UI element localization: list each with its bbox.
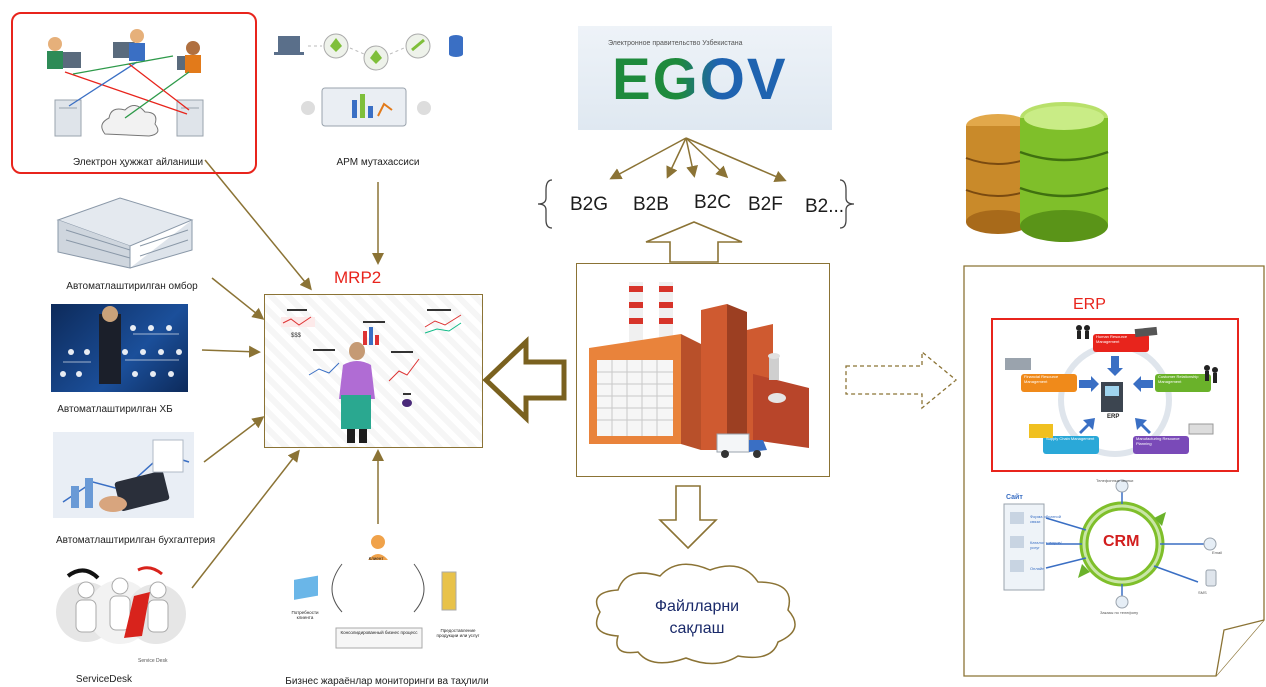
arrow-factory-up xyxy=(645,221,743,263)
edm-caption: Электрон ҳужжат айланиши xyxy=(72,157,204,168)
servicedesk-caption: ServiceDesk xyxy=(75,674,133,685)
storage-label: Файлларни сақлаш xyxy=(632,596,762,640)
hr-caption: Автоматлаштирилган ХБ xyxy=(57,404,173,415)
erp-module-hr xyxy=(1093,334,1149,352)
egov-logo-panel: Электронное правительство Узбекистана EG… xyxy=(578,26,832,130)
erp-module-label-crm: Customer Relationship Management xyxy=(1158,374,1199,384)
bpm-caption: Бизнес жараёнлар мониторинги ва таҳлили xyxy=(285,676,489,687)
crm-item-phone-orders: Заказы по телефону xyxy=(1100,610,1139,615)
database-icon xyxy=(965,102,1109,242)
bpm-node-products: Предоставление продукции или услуг xyxy=(436,628,480,638)
warehouse-caption: Автоматлаштирилган омбор xyxy=(66,281,198,292)
channel-b2g: B2G xyxy=(570,194,609,215)
brace-left xyxy=(537,179,553,229)
factory-illustration xyxy=(589,282,809,458)
arrow-egov-b2x xyxy=(685,137,787,182)
server-icon xyxy=(54,99,82,137)
user-computer-icon xyxy=(177,41,201,73)
erp-module-label-hr: Human Resource Management xyxy=(1096,334,1128,344)
svg-text:Service Desk: Service Desk xyxy=(138,658,168,664)
crm-item-phone-calls: Телефонные звонки xyxy=(1096,478,1134,483)
erp-title: ERP xyxy=(1073,296,1106,313)
edm-box xyxy=(11,12,257,174)
bpm-node-process: Консолидированный бизнес процесс xyxy=(340,630,418,635)
warehouse-illustration xyxy=(56,197,194,269)
arm-illustration xyxy=(274,33,463,127)
arrow-egov-b2b xyxy=(666,137,687,179)
accounting-caption: Автоматлаштирилган бухгалтерия xyxy=(56,535,216,546)
channel-b2x: B2... xyxy=(805,196,845,217)
storage-cloud xyxy=(595,563,796,665)
crm-item-email: Email xyxy=(1212,550,1223,555)
erp-module-scm xyxy=(1043,436,1099,454)
arrow-accounting-to-mrp xyxy=(203,416,265,463)
servicedesk-illustration: Service Desk xyxy=(56,566,186,664)
factory-box xyxy=(576,263,830,477)
edm-network-illustration xyxy=(47,29,204,137)
arrow-servicedesk-to-mrp xyxy=(191,449,300,589)
channel-b2c: B2C xyxy=(694,192,731,213)
mrp-panel-label: $$$ xyxy=(291,333,302,339)
erp-module-label-scm: Supply Chain Management xyxy=(1046,436,1095,441)
channel-b2f: B2F xyxy=(748,194,783,215)
erp-module-mrp xyxy=(1133,436,1189,454)
erp-module-label-mrp: Manufacturing Resource Planning xyxy=(1136,436,1180,446)
bpm-node-client: Клиент xyxy=(368,556,384,561)
mrp-title: MRP2 xyxy=(334,268,382,287)
brace-right xyxy=(839,179,855,229)
erp-module-crm xyxy=(1155,374,1211,392)
erp-center-label: ERP xyxy=(1107,414,1120,420)
crm-item-sms: SMS xyxy=(1198,590,1207,595)
erp-modules-diagram xyxy=(1005,325,1218,457)
arrow-warehouse-to-mrp xyxy=(211,277,265,320)
arm-caption: АРМ мутахассиси xyxy=(336,157,420,168)
bpm-illustration xyxy=(294,535,457,649)
arrow-edm-to-mrp xyxy=(204,159,312,291)
mrp-box: $$$ xyxy=(264,294,483,448)
user-computer-icon xyxy=(113,29,145,61)
crm-diagram xyxy=(1003,479,1217,609)
erp-diagram-box xyxy=(991,318,1239,472)
bpm-node-needs: Потребности клиента xyxy=(291,610,319,620)
user-computer-icon xyxy=(47,37,81,69)
mrp-dashboard-illustration: $$$ xyxy=(281,309,462,443)
crm-center-label: CRM xyxy=(1103,533,1140,550)
crm-site-label: Сайт xyxy=(1006,494,1023,501)
arrow-egov-b2g xyxy=(609,137,687,180)
erp-module-label-finance: Financial Resource Management xyxy=(1024,374,1059,384)
accounting-illustration xyxy=(53,432,194,518)
storage-label-line1: Файлларни xyxy=(654,598,740,615)
storage-label-line2: сақлаш xyxy=(669,620,725,637)
arrow-hr-to-mrp xyxy=(201,345,261,358)
arrow-egov-b2c xyxy=(685,137,698,178)
cloud-icon xyxy=(101,105,159,137)
hr-illustration xyxy=(51,304,188,392)
egov-logo-text: EGOV xyxy=(612,47,788,112)
egov-subtitle: Электронное правительство Узбекистана xyxy=(608,40,743,47)
crm-item-catalog: Каталог товаров/услуг xyxy=(1030,540,1062,550)
arrow-egov-b2f xyxy=(685,137,729,179)
arrow-factory-down xyxy=(658,485,718,550)
arrow-factory-right-dashed xyxy=(845,350,958,410)
erp-module-finance xyxy=(1021,374,1077,392)
arrow-factory-left xyxy=(482,336,567,424)
channel-b2b: B2B xyxy=(633,194,669,215)
crm-item-feedback: Форма обратной связи xyxy=(1030,514,1061,524)
crm-item-online: Онлайн xyxy=(1030,566,1045,571)
server-icon xyxy=(176,99,204,137)
